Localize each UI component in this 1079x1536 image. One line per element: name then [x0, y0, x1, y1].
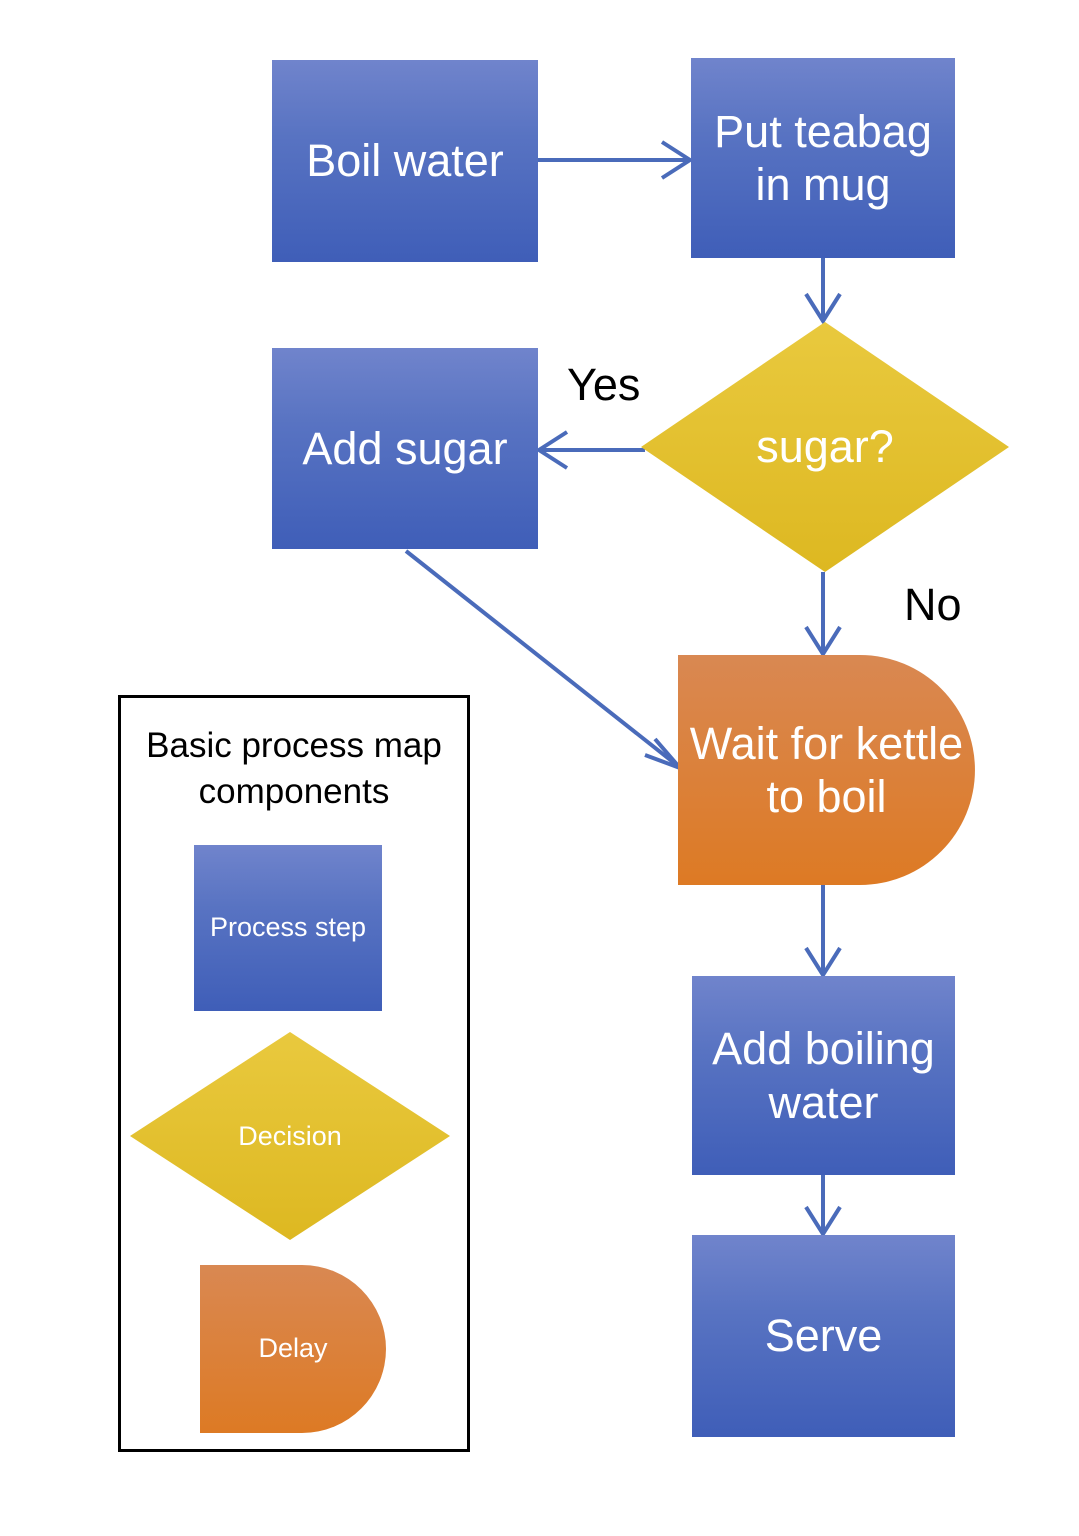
legend-title: Basic process map components [146, 726, 442, 811]
connector-decision-yes-to-sugar [535, 430, 645, 470]
node-boil-water[interactable]: Boil water [272, 60, 538, 262]
legend-delay-d-shape [200, 1265, 386, 1433]
node-sugar-decision[interactable]: sugar? [641, 322, 1009, 572]
node-put-teabag-in-mug[interactable]: Put teabag in mug [691, 58, 955, 258]
branch-label-no-text: No [904, 579, 962, 630]
node-label-wait-for-kettle-to-boil: Wait for kettle to boil [689, 717, 964, 822]
node-label-boil-water: Boil water [306, 135, 504, 187]
node-label-add-boiling-water: Add boiling water [712, 1023, 935, 1128]
node-serve[interactable]: Serve [692, 1235, 955, 1437]
legend-decision-diamond-shape [130, 1032, 450, 1240]
node-label-put-teabag-in-mug: Put teabag in mug [714, 105, 932, 210]
node-add-boiling-water[interactable]: Add boiling water [692, 976, 955, 1175]
connector-teabag-to-decision [804, 258, 842, 325]
branch-label-no: No [904, 582, 962, 627]
delay-d-shape [678, 655, 975, 885]
connector-wait-to-boiling [804, 885, 842, 979]
legend-shape-delay: Delay [200, 1265, 386, 1433]
node-add-sugar[interactable]: Add sugar [272, 348, 538, 549]
legend-shape-decision: Decision [130, 1032, 450, 1240]
node-label-add-sugar: Add sugar [302, 422, 508, 474]
node-label-serve: Serve [764, 1310, 883, 1362]
legend-shape-process-step: Process step [194, 845, 382, 1011]
connector-boil-to-teabag [538, 140, 694, 180]
branch-label-yes-text: Yes [567, 359, 641, 410]
branch-label-yes: Yes [567, 362, 640, 407]
legend-label-process-step: Process step [209, 912, 367, 943]
legend-label-delay: Delay [258, 1333, 328, 1364]
node-wait-for-kettle-to-boil[interactable]: Wait for kettle to boil [678, 655, 975, 885]
connector-decision-no-to-wait [804, 572, 842, 658]
node-label-sugar-decision: sugar? [756, 421, 894, 472]
legend-label-decision: Decision [238, 1120, 342, 1151]
connector-boiling-to-serve [804, 1175, 842, 1238]
decision-diamond-shape [641, 322, 1009, 572]
